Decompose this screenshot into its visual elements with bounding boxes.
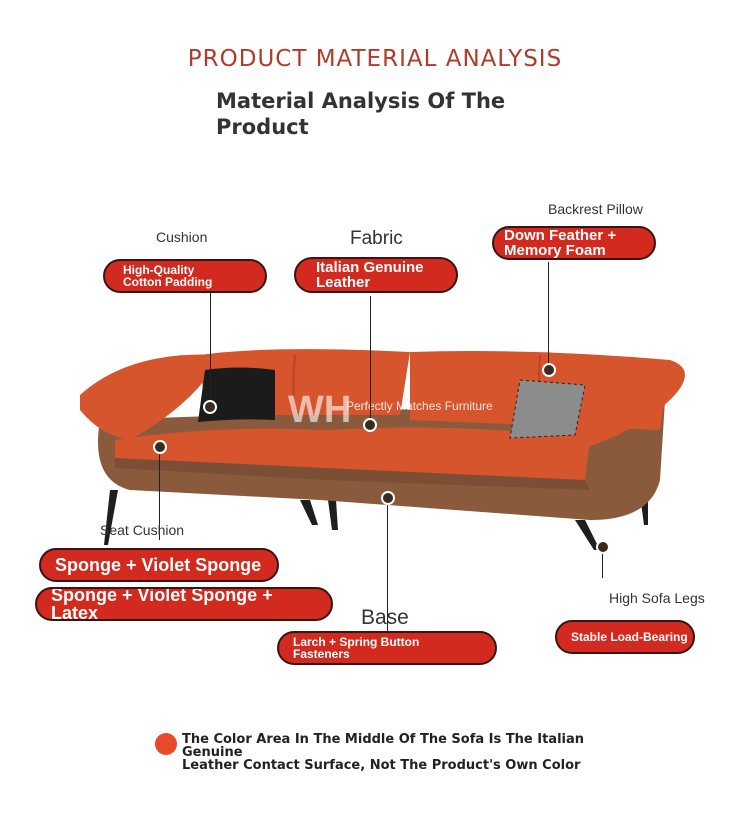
backrest-leader — [548, 262, 549, 368]
color-note: The Color Area In The Middle Of The Sofa… — [182, 733, 602, 772]
seat-material-pill-1: Sponge + Violet Sponge — [39, 548, 279, 582]
seat-cushion-label: Seat Cushion — [100, 522, 185, 538]
legs-material-pill: Stable Load-Bearing — [555, 620, 695, 654]
cushion-label: Cushion — [156, 229, 208, 245]
legs-dot — [596, 540, 610, 554]
cushion-material-line2: Cotton Padding — [123, 275, 213, 289]
cushion-material-pill: High-Quality Cotton Padding — [103, 259, 267, 293]
fabric-material-line1: Italian Genuine — [316, 259, 424, 276]
color-note-line1: The Color Area In The Middle Of The Sofa… — [182, 732, 585, 760]
base-label: Base — [361, 606, 409, 629]
cushion-dot — [203, 400, 217, 414]
seat-dot — [153, 440, 167, 454]
color-note-swatch — [155, 733, 177, 755]
legs-material: Stable Load-Bearing — [571, 630, 688, 644]
black-pillow — [198, 367, 275, 422]
fabric-leader — [370, 296, 371, 424]
base-material-line2: Fasteners — [293, 647, 350, 661]
fabric-material-line2: Leather — [316, 274, 371, 291]
seat-leader — [159, 446, 160, 540]
seat-material-2-line1: Sponge + Violet Sponge + — [51, 587, 273, 605]
right-arm — [540, 360, 685, 460]
watermark-logo: WH — [288, 389, 351, 431]
sofa-illustration: WH Perfectly Matches Furniture — [80, 349, 685, 550]
high-sofa-legs-label: High Sofa Legs — [609, 590, 705, 606]
houndstooth-pillow — [510, 380, 585, 438]
page-title: Material Analysis Of The Product — [216, 89, 506, 139]
base-material-line1: Larch + Spring Button — [293, 635, 420, 649]
backrest-pillow-label: Backrest Pillow — [548, 201, 643, 217]
backrest-dot — [542, 363, 556, 377]
backrest-material-line1: Down Feather + — [504, 227, 617, 244]
seat-right — [325, 427, 590, 480]
seat-left — [115, 428, 325, 468]
cushion-material-line1: High-Quality — [123, 263, 195, 277]
fabric-label: Fabric — [350, 228, 403, 249]
fabric-material-pill: Italian Genuine Leather — [294, 257, 458, 293]
color-note-line2: Leather Contact Surface, Not The Product… — [182, 758, 581, 773]
base-dot — [381, 491, 395, 505]
base-material-pill: Larch + Spring Button Fasteners — [277, 631, 497, 665]
watermark-tagline: Perfectly Matches Furniture — [346, 399, 493, 413]
seat-material-2-line2: Latex — [51, 603, 99, 621]
backrest-material-line2: Memory Foam — [504, 242, 606, 259]
left-arm — [80, 354, 220, 440]
seat-material-1: Sponge + Violet Sponge — [55, 555, 262, 575]
seat-material-pill-2: Sponge + Violet Sponge + Latex — [35, 587, 333, 621]
legs-leader — [602, 546, 603, 578]
backrest-material-pill: Down Feather + Memory Foam — [492, 226, 656, 260]
fabric-dot — [363, 418, 377, 432]
section-title: PRODUCT MATERIAL ANALYSIS — [187, 46, 563, 72]
base-leader — [387, 496, 388, 632]
cushion-leader — [210, 292, 211, 406]
